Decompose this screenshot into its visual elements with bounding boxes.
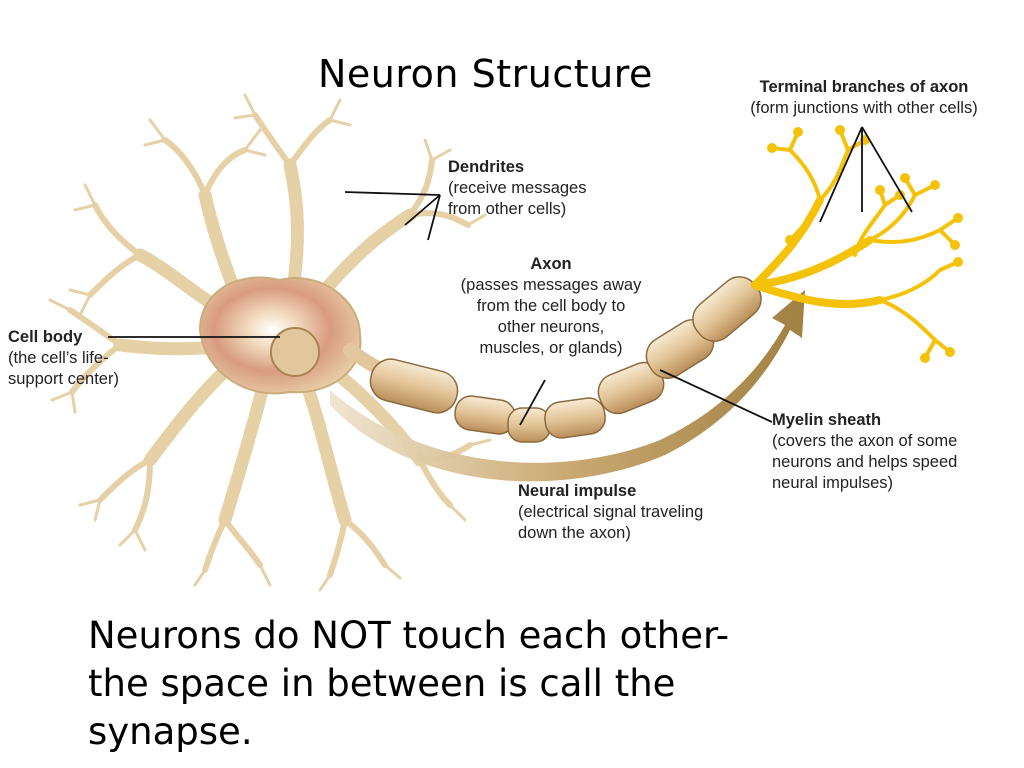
label-dendrites-title: Dendrites [448,158,525,176]
myelin-segments [369,276,762,443]
label-cell-body-title: Cell body [8,328,83,346]
label-terminal-desc: (form junctions with other cells) [750,99,978,117]
leader-axon [519,379,546,426]
label-axon-desc2: from the cell body to [476,297,626,315]
neuron-diagram [48,93,963,592]
caption-line-3: synapse. [88,710,253,753]
label-dendrites-desc1: (receive messages [448,179,587,197]
label-myelin-desc2: neurons and helps speed [772,453,958,471]
label-neural-impulse: Neural impulse (electrical signal travel… [518,481,703,544]
label-terminal-branches: Terminal branches of axon (form junction… [708,77,1020,119]
caption-line-2: the space in between is call the [88,662,676,705]
label-axon-title: Axon [530,255,572,273]
label-cell-body: Cell body (the cell’s life- support cent… [8,327,119,390]
label-myelin-title: Myelin sheath [772,411,882,429]
terminal-branches [751,125,963,363]
leader-myelin [659,369,773,423]
neural-impulse-arrow [330,290,805,482]
label-cell-body-desc2: support center) [8,370,119,388]
label-axon-desc1: (passes messages away [460,276,642,294]
leader-lines [108,126,913,426]
label-axon-desc3: other neurons, [497,318,605,336]
label-axon-desc4: muscles, or glands) [479,339,623,357]
leader-dendrites [344,191,441,241]
label-dendrites-desc2: from other cells) [448,200,567,218]
label-dendrites: Dendrites (receive messages from other c… [448,157,586,220]
caption-line-1: Neurons do NOT touch each other- [88,614,730,657]
label-impulse-desc2: down the axon) [518,524,631,542]
label-myelin-sheath: Myelin sheath (covers the axon of some n… [772,410,957,494]
synapse-caption: Neurons do NOT touch each other- the spa… [88,612,988,756]
nucleus-shape [270,327,320,377]
label-myelin-desc3: neural impulses) [772,474,894,492]
label-impulse-desc1: (electrical signal traveling [518,503,704,521]
label-impulse-title: Neural impulse [518,482,637,500]
label-terminal-title: Terminal branches of axon [759,78,969,96]
label-myelin-desc1: (covers the axon of some [772,432,958,450]
label-axon: Axon (passes messages away from the cell… [420,254,682,359]
slide-title: Neuron Structure [318,52,653,96]
leader-terminal [819,126,913,223]
label-cell-body-desc1: (the cell’s life- [8,349,109,367]
